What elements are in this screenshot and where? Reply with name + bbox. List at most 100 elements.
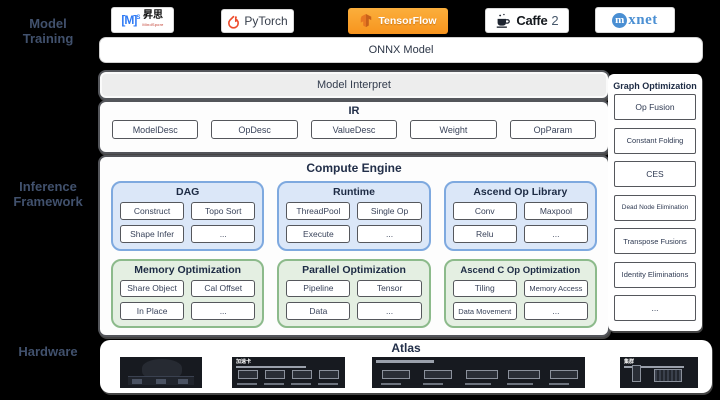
module-caption-line [381,383,401,385]
onnx-model-label: ONNX Model [368,44,434,56]
accelerator-card-thumb [319,370,339,379]
pytorch-label: PyTorch [244,14,288,28]
go-item-identity-eliminations: Identity Eliminations [614,261,696,288]
compute-engine-title: Compute Engine [306,161,402,175]
hardware-photo-devboard [120,357,202,388]
tensorflow-tf-icon [361,14,372,28]
aol-item-more: ... [523,224,588,243]
accelerator-card-thumb [265,370,285,379]
par-item-more: ... [357,302,422,320]
accelerator-card-thumb [238,370,258,379]
hardware-photo-cluster: 集群 [620,357,698,388]
aol-item-maxpool: Maxpool [523,202,588,220]
module-caption-line [507,383,533,385]
accelerator-card-thumb [292,370,312,379]
label-hardware-text: Hardware [18,344,78,359]
label-hardware: Hardware [0,344,96,359]
dag-item-topo-sort: Topo Sort [191,202,256,220]
model-interpret-bar: Model Interpret [98,70,610,100]
runtime-item-execute: Execute [286,224,351,243]
group-ascend-c-op-optimization-title: Ascend C Op Optimization [460,264,581,276]
dag-item-more: ... [191,224,256,243]
dag-item-construct: Construct [120,202,185,220]
group-ascend-op-library: Ascend Op Library Conv Maxpool Relu ... [443,181,597,251]
accelerator-card-caption-line [318,383,338,385]
mxnet-m-icon: m [612,12,628,28]
runtime-item-single-op: Single Op [357,202,422,220]
label-model-training-line1: Model [29,16,67,31]
cluster-rack-thumb [654,369,682,382]
cluster-label: 集群 [624,359,635,365]
ir-item-opparam: OpParam [509,120,597,139]
ir-item-modeldesc: ModelDesc [112,120,199,139]
compute-engine-box: Compute Engine DAG Construct Topo Sort S… [98,155,610,337]
hardware-photo-modules [372,357,585,388]
go-item-constant-folding: Constant Folding [614,127,696,154]
compute-engine-grid: DAG Construct Topo Sort Shape Infer ... … [111,181,597,328]
aol-item-conv: Conv [452,202,517,220]
go-item-op-fusion: Op Fusion [614,94,696,120]
graph-optimization-box: Graph Optimization Op Fusion Constant Fo… [608,74,702,331]
accelerator-cards-subtitle-line [236,366,306,368]
module-thumb [424,370,452,379]
label-model-training: Model Training [0,16,96,46]
group-memory-optimization-title: Memory Optimization [134,263,242,276]
caffe2-label: Caffe [516,13,548,28]
runtime-item-threadpool: ThreadPool [286,202,351,220]
group-ascend-op-library-title: Ascend Op Library [473,186,568,198]
ir-box: IR ModelDesc OpDesc ValueDesc Weight OpP… [98,100,610,154]
devboard-chip [156,379,166,384]
accelerator-cards-label: 加速卡 [236,359,252,365]
group-runtime-title: Runtime [332,186,375,198]
go-item-transpose-fusions: Transpose Fusions [614,228,696,254]
caffe2-cup-icon [497,13,511,28]
par-item-data: Data [286,302,351,320]
par-item-tensor: Tensor [357,279,422,298]
ir-item-valuedesc: ValueDesc [310,120,398,139]
model-interpret-label: Model Interpret [317,79,391,91]
pytorch-logo: PyTorch [222,10,293,32]
group-dag-title: DAG [175,186,200,198]
tensorflow-logo: TensorFlow [348,8,448,34]
mindspore-mark-icon: [M]S [121,13,140,27]
group-parallel-optimization-title: Parallel Optimization [302,263,406,276]
go-item-dead-node-elimination: Dead Node Elimination [614,194,696,221]
label-inference-framework-line1: Inference [19,179,77,194]
aco-item-data-movement: Data Movement [452,302,517,320]
accelerator-card-caption-line [291,383,311,385]
module-caption-line [465,383,491,385]
caffe2-number: 2 [551,13,559,28]
graph-optimization-list: Op Fusion Constant Folding CES Dead Node… [608,94,702,328]
go-item-more: ... [614,295,696,321]
atlas-hardware-bar: Atlas 加速卡 [100,340,712,393]
devboard-chip [132,379,142,384]
module-thumb [508,370,540,379]
mxnet-label: xnet [628,11,658,28]
ir-title: IR [348,105,360,117]
devboard-dome-shape [142,359,182,377]
group-memory-optimization: Memory Optimization Share Object Cal Off… [111,258,265,328]
group-dag: DAG Construct Topo Sort Shape Infer ... [111,181,265,251]
devboard-chip [178,379,188,384]
pytorch-flame-icon [228,15,240,29]
group-runtime: Runtime ThreadPool Single Op Execute ... [277,181,431,251]
ir-item-weight: Weight [410,120,497,139]
mem-item-in-place: In Place [120,302,185,320]
dag-item-shape-infer: Shape Infer [120,224,185,243]
ir-items-row: ModelDesc OpDesc ValueDesc Weight OpPara… [100,117,608,139]
label-inference-framework-line2: Framework [13,194,83,209]
par-item-pipeline: Pipeline [286,279,351,298]
go-item-ces: CES [614,161,696,187]
mem-item-share-object: Share Object [120,279,185,298]
module-caption-line [549,383,569,385]
group-parallel-optimization: Parallel Optimization Pipeline Tensor Da… [277,258,431,328]
module-thumb [382,370,410,379]
modules-title-line [376,360,434,363]
cluster-subtitle-line [624,366,684,368]
accelerator-card-caption-line [237,383,257,385]
aol-item-relu: Relu [452,224,517,243]
module-caption-line [423,383,443,385]
mem-item-more: ... [191,302,256,320]
